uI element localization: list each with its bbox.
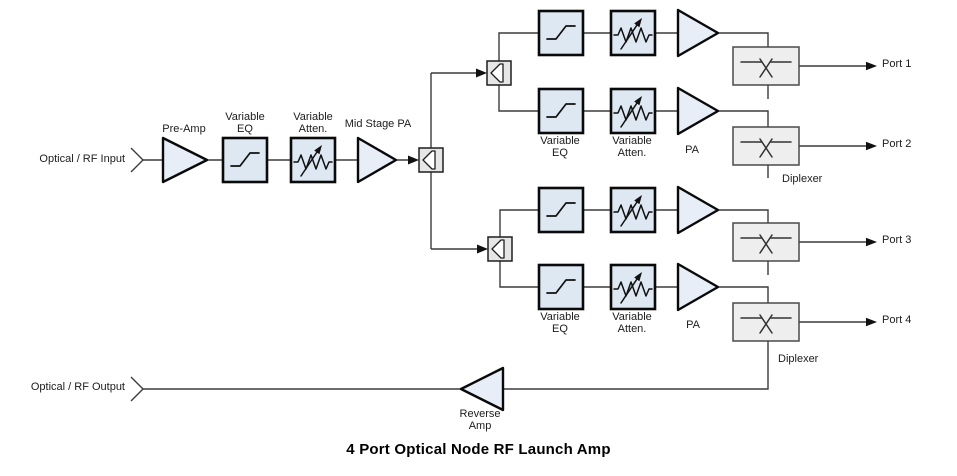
variable-atten-label-line1: Variable <box>293 111 333 123</box>
variable-eq-label-chain2: Variable EQ <box>540 135 580 159</box>
bottom-splitter-symbol <box>487 236 513 262</box>
diplexer-symbol-port4 <box>732 302 800 342</box>
pa-symbol-chain4 <box>676 262 720 312</box>
variable-atten-symbol-chain2 <box>609 87 657 135</box>
diplexer-symbol-port2 <box>732 126 800 166</box>
variable-eq-symbol-chain1 <box>537 9 585 57</box>
pa-symbol-chain2 <box>676 86 720 136</box>
variable-atten-label-line2: Atten. <box>298 122 328 135</box>
diagram-title: 4 Port Optical Node RF Launch Amp <box>346 441 611 458</box>
variable-eq-label-line1: Variable <box>540 135 580 147</box>
variable-atten-label-line1: Variable <box>612 311 652 323</box>
input-connector-icon <box>130 147 144 173</box>
mid-stage-pa-symbol <box>356 136 398 184</box>
variable-atten-symbol-input <box>289 136 337 184</box>
arrow-into-bottom-splitter <box>477 244 488 254</box>
diplexer-symbol-port3 <box>732 222 800 262</box>
variable-eq-label-chain4: Variable EQ <box>540 311 580 335</box>
pa-symbol-chain3 <box>676 185 720 235</box>
port-2-arrow <box>866 141 877 151</box>
variable-eq-label-line2: EQ <box>552 322 568 335</box>
port-3-arrow <box>866 237 877 247</box>
port-3-label: Port 3 <box>882 234 912 246</box>
output-connector-icon <box>130 376 144 402</box>
main-splitter-symbol <box>418 147 444 173</box>
variable-atten-label-chain2: Variable Atten. <box>612 135 652 159</box>
output-label: Optical / RF Output <box>30 381 125 393</box>
variable-atten-symbol-chain1 <box>609 9 657 57</box>
variable-eq-symbol-chain4 <box>537 263 585 311</box>
variable-atten-label-input: Variable Atten. <box>293 111 333 135</box>
reverse-path-wires <box>143 341 769 390</box>
port-1-label: Port 1 <box>882 58 912 70</box>
variable-eq-symbol-chain2 <box>537 87 585 135</box>
variable-eq-label-line1: Variable <box>540 311 580 323</box>
variable-atten-label-line2: Atten. <box>617 146 647 159</box>
variable-atten-label-line2: Atten. <box>617 322 647 335</box>
pa-label-chain4: PA <box>686 319 700 331</box>
pa-symbol-chain1 <box>676 8 720 58</box>
pre-amp-symbol <box>161 136 209 184</box>
variable-eq-symbol-input <box>221 136 269 184</box>
port-4-label: Port 4 <box>882 314 912 326</box>
reverse-amp-label: Reverse Amp <box>459 408 501 432</box>
variable-atten-symbol-chain3 <box>609 186 657 234</box>
diplexer-label-bottom: Diplexer <box>778 353 819 365</box>
arrow-into-main-splitter <box>408 155 419 165</box>
variable-atten-symbol-chain4 <box>609 263 657 311</box>
port-1-arrow <box>866 61 877 71</box>
diplexer-symbol-port1 <box>732 46 800 86</box>
port-output-wires <box>799 65 866 323</box>
arrow-into-top-splitter <box>476 68 487 78</box>
port-4-arrow <box>866 317 877 327</box>
variable-atten-label-line1: Variable <box>612 135 652 147</box>
variable-eq-label-input: Variable EQ <box>225 111 265 135</box>
reverse-amp-symbol <box>459 366 505 412</box>
diplexer-label-top: Diplexer <box>782 173 823 185</box>
variable-eq-label-line2: EQ <box>552 146 568 159</box>
pa-label-chain2: PA <box>685 144 699 156</box>
variable-eq-label-line2: EQ <box>237 122 253 135</box>
input-label: Optical / RF Input <box>39 153 125 165</box>
reverse-amp-label-line1: Reverse <box>459 408 501 420</box>
chain-wires <box>583 32 769 303</box>
pre-amp-label: Pre-Amp <box>162 123 206 135</box>
variable-eq-symbol-chain3 <box>537 186 585 234</box>
variable-atten-label-chain4: Variable Atten. <box>612 311 652 335</box>
top-splitter-symbol <box>486 60 512 86</box>
variable-eq-label-line1: Variable <box>225 111 265 123</box>
mid-stage-pa-label: Mid Stage PA <box>344 118 412 130</box>
port-2-label: Port 2 <box>882 138 912 150</box>
reverse-amp-label-line2: Amp <box>468 419 492 432</box>
